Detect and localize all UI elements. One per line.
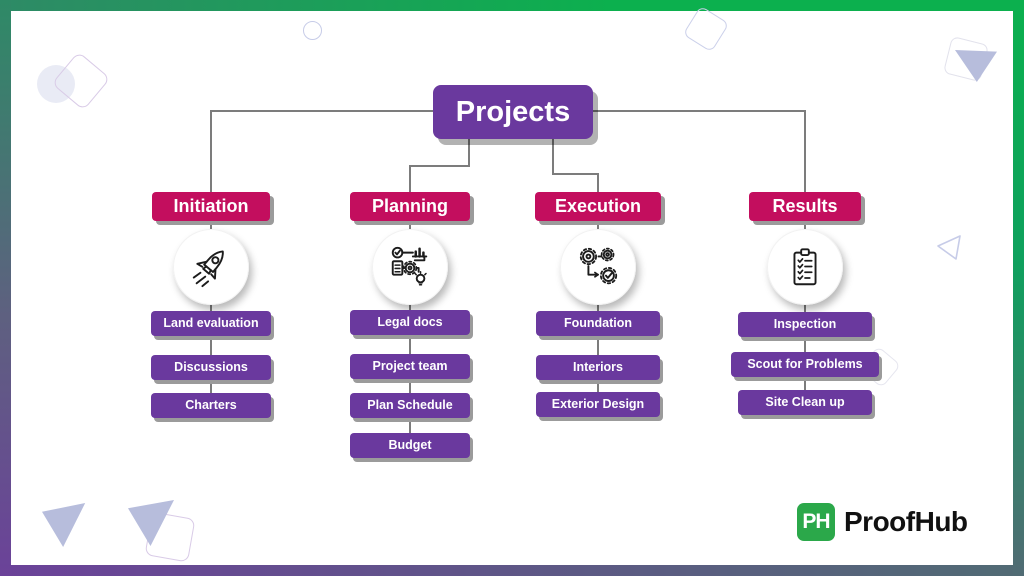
- connector-root-to-initiation-h: [210, 110, 433, 112]
- execution-icon-circle: [560, 229, 636, 305]
- deco-circle-outline: [303, 21, 322, 40]
- deco-circle-filled: [37, 65, 75, 103]
- connector-results-v: [804, 110, 806, 192]
- item-node: Charters: [151, 393, 271, 418]
- checklist-clipboard-icon: [793, 248, 817, 286]
- item-node: Project team: [350, 354, 470, 379]
- connector-planning-h: [409, 165, 470, 167]
- item-node: Site Clean up: [738, 390, 872, 415]
- results-icon-circle: [767, 229, 843, 305]
- item-node: Exterior Design: [536, 392, 660, 417]
- connector-execution-v: [597, 173, 599, 192]
- root-node-projects: Projects: [433, 85, 593, 139]
- proofhub-logo: PH ProofHub: [797, 503, 968, 541]
- item-node: Foundation: [536, 311, 660, 336]
- frame-edge-bottom: [0, 565, 1024, 576]
- connector-planning-v: [409, 165, 411, 192]
- frame-edge-right: [1013, 0, 1024, 576]
- item-node: Budget: [350, 433, 470, 458]
- proofhub-logo-name: ProofHub: [844, 506, 968, 537]
- deco-triangle-outline: [937, 235, 961, 260]
- frame-edge-left: [0, 0, 11, 576]
- branch-node-initiation: Initiation: [152, 192, 270, 221]
- item-node: Land evaluation: [151, 311, 271, 336]
- frame-edge-top: [0, 0, 1024, 11]
- connector-root-to-results-h: [593, 110, 805, 112]
- item-node: Inspection: [738, 312, 872, 337]
- rocket-icon: [192, 250, 224, 288]
- branch-node-results: Results: [749, 192, 861, 221]
- item-node: Discussions: [151, 355, 271, 380]
- planning-icon-circle: [372, 229, 448, 305]
- item-node: Plan Schedule: [350, 393, 470, 418]
- branch-node-planning: Planning: [350, 192, 470, 221]
- planning-workflow-icon: [391, 246, 428, 286]
- item-node: Scout for Problems: [731, 352, 879, 377]
- initiation-icon-circle: [173, 229, 249, 305]
- gears-process-icon: [579, 247, 618, 285]
- connector-execution-h: [552, 173, 599, 175]
- connector-initiation-v: [210, 110, 212, 192]
- connector-execution-drop: [552, 139, 554, 175]
- proofhub-logo-badge: PH: [797, 503, 835, 541]
- connector-planning-drop: [468, 139, 470, 167]
- item-node: Legal docs: [350, 310, 470, 335]
- item-node: Interiors: [536, 355, 660, 380]
- branch-node-execution: Execution: [535, 192, 661, 221]
